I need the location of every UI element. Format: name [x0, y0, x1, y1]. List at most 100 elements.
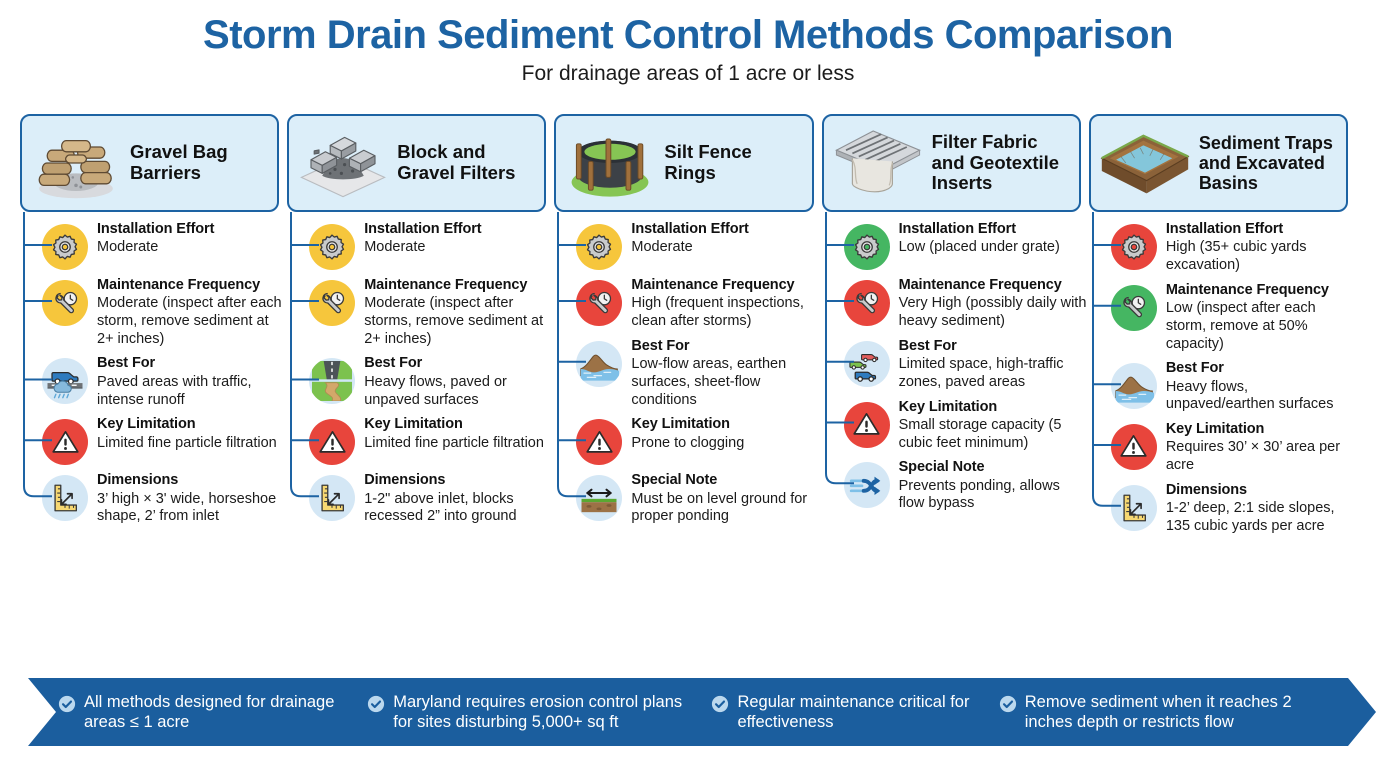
attribute-list: Installation Effort Moderate Maintenance… [554, 220, 821, 526]
attribute-value: Moderate [364, 239, 426, 256]
check-circle-icon [999, 695, 1017, 718]
warning-triangle-icon [576, 419, 623, 466]
attribute-label: Installation Effort [97, 221, 215, 237]
warning-triangle-icon [1120, 435, 1147, 458]
wrench-clock-icon [1123, 296, 1146, 318]
attribute-value: Limited fine particle filtration [364, 434, 544, 451]
ribbon-item: Maryland requires erosion control plans … [367, 692, 711, 732]
car-road-rain-icon [42, 358, 88, 405]
gear-icon [1121, 234, 1146, 260]
attribute-row: Key Limitation Small storage capacity (5… [843, 398, 1089, 453]
storm-drain-inlet-grate-illustration [830, 121, 926, 205]
level-ground-arrow-icon [581, 488, 617, 513]
storm-drain-inlet-grate-illustration [834, 130, 921, 193]
warning-triangle-icon [586, 430, 613, 453]
attribute-list: Installation Effort Moderate Maintenance… [20, 220, 287, 526]
check-circle-icon [58, 695, 76, 718]
road-and-stream-icon [312, 361, 353, 402]
ribbon-item: Regular maintenance critical for effecti… [711, 692, 998, 732]
wrench-clock-icon [42, 280, 88, 326]
attribute-row: Dimensions 3’ high × 3' wide, horseshoe … [42, 471, 287, 526]
method-title: Filter Fabric and Geotextile Inserts [931, 130, 1060, 194]
attribute-row: Dimensions 1-2" above inlet, blocks rece… [309, 471, 554, 526]
earthen-mound-water-icon [1110, 363, 1157, 410]
attribute-value: Moderate (inspect after storms, remove s… [364, 295, 544, 347]
attribute-row: Installation Effort Moderate [309, 220, 554, 270]
attribute-value: Moderate [97, 239, 159, 256]
block-and-gravel-filter-illustration [295, 121, 391, 205]
wrench-clock-icon [322, 291, 344, 313]
attribute-label: Special Note [898, 459, 985, 476]
wrench-clock-icon [309, 280, 356, 326]
attribute-row: Installation Effort Moderate [42, 220, 287, 270]
wrench-clock-icon [576, 280, 623, 326]
method-card-header[interactable]: Gravel Bag Barriers [20, 114, 280, 212]
gear-icon [320, 234, 345, 260]
check-circle-icon [711, 695, 729, 718]
wrench-clock-icon [589, 291, 612, 313]
gear-icon [854, 234, 879, 260]
wrench-clock-icon [843, 280, 890, 326]
method-column-2: Block and Gravel Filters Installation Ef… [287, 114, 554, 662]
method-columns: Gravel Bag Barriers Installation Effort … [20, 114, 1356, 662]
method-column-4: Filter Fabric and Geotextile Inserts Ins… [821, 114, 1089, 662]
ribbon-item-text: Remove sediment when it reaches 2 inches… [1024, 692, 1292, 731]
ruler-measure-icon [1123, 494, 1146, 522]
method-column-1: Gravel Bag Barriers Installation Effort … [20, 114, 287, 662]
ribbon-item-text: Maryland requires erosion control plans … [393, 692, 683, 731]
attribute-label: Key Limitation [364, 416, 463, 433]
attribute-value: 1-2’ deep, 2:1 side slopes, 135 cubic ya… [1165, 500, 1335, 534]
wrench-clock-icon [54, 291, 77, 313]
road-and-stream-icon [309, 358, 356, 405]
ribbon-item-list: All methods designed for drainage areas … [58, 678, 1318, 746]
attribute-value: Prevents ponding, allows flow bypass [898, 477, 1060, 512]
gear-icon [309, 224, 356, 270]
attribute-label: Best For [631, 337, 690, 354]
block-and-gravel-filter-illustration [300, 136, 387, 198]
attribute-row: Maintenance Frequency Moderate (inspect … [42, 276, 287, 348]
attribute-value: Requires 30’ × 30’ area per acre [1165, 439, 1341, 474]
attribute-label: Installation Effort [1165, 221, 1284, 237]
attribute-label: Key Limitation [631, 416, 730, 433]
attribute-label: Maintenance Frequency [1165, 281, 1329, 298]
attribute-row: Key Limitation Limited fine particle fil… [309, 415, 554, 466]
warning-triangle-icon [319, 430, 346, 453]
method-card-header[interactable]: Sediment Traps and Excavated Basins [1088, 114, 1349, 212]
attribute-label: Key Limitation [898, 398, 998, 415]
earthen-mound-water-icon [580, 354, 620, 381]
method-card-header[interactable]: Block and Gravel Filters [287, 114, 547, 212]
ribbon-item: All methods designed for drainage areas … [58, 692, 367, 732]
attribute-row: Key Limitation Limited fine particle fil… [42, 415, 287, 466]
ribbon-item: Remove sediment when it reaches 2 inches… [999, 692, 1318, 732]
warning-triangle-icon [51, 430, 79, 453]
attribute-value: Low (placed under grate) [898, 239, 1060, 256]
attribute-row: Installation Effort Moderate [576, 220, 821, 270]
attribute-label: Installation Effort [631, 221, 749, 237]
attribute-label: Maintenance Frequency [631, 277, 795, 293]
ruler-measure-icon [1110, 484, 1157, 531]
attribute-list: Installation Effort Low (placed under gr… [822, 220, 1089, 513]
attribute-row: Maintenance Frequency Very High (possibl… [843, 276, 1089, 331]
attribute-label: Maintenance Frequency [898, 277, 1062, 293]
method-card-header[interactable]: Silt Fence Rings [554, 114, 814, 212]
attribute-row: Maintenance Frequency High (frequent ins… [576, 276, 821, 331]
warning-triangle-icon [843, 401, 890, 448]
attribute-label: Dimensions [1165, 481, 1247, 498]
silt-fence-ring-illustration [562, 121, 658, 205]
attribute-label: Dimensions [97, 472, 179, 489]
gear-icon [576, 224, 623, 270]
attribute-label: Best For [97, 355, 156, 372]
attribute-label: Installation Effort [364, 221, 482, 237]
gravel-bag-barrier-illustration [28, 121, 124, 205]
attribute-list: Installation Effort High (35+ cubic yard… [1089, 220, 1356, 536]
warning-triangle-icon [309, 419, 356, 466]
method-column-5: Sediment Traps and Excavated Basins Inst… [1088, 114, 1356, 662]
attribute-value: Prone to clogging [631, 434, 745, 451]
method-card-header[interactable]: Filter Fabric and Geotextile Inserts [821, 114, 1081, 212]
gear-icon [587, 234, 612, 260]
method-column-3: Silt Fence Rings Installation Effort Mod… [554, 114, 821, 662]
page-subtitle: For drainage areas of 1 acre or less [521, 62, 855, 85]
attribute-row: Best For Low-flow areas, earthen surface… [576, 337, 821, 409]
attribute-row: Maintenance Frequency Low (inspect after… [1110, 281, 1356, 353]
ruler-measure-icon [42, 475, 88, 522]
